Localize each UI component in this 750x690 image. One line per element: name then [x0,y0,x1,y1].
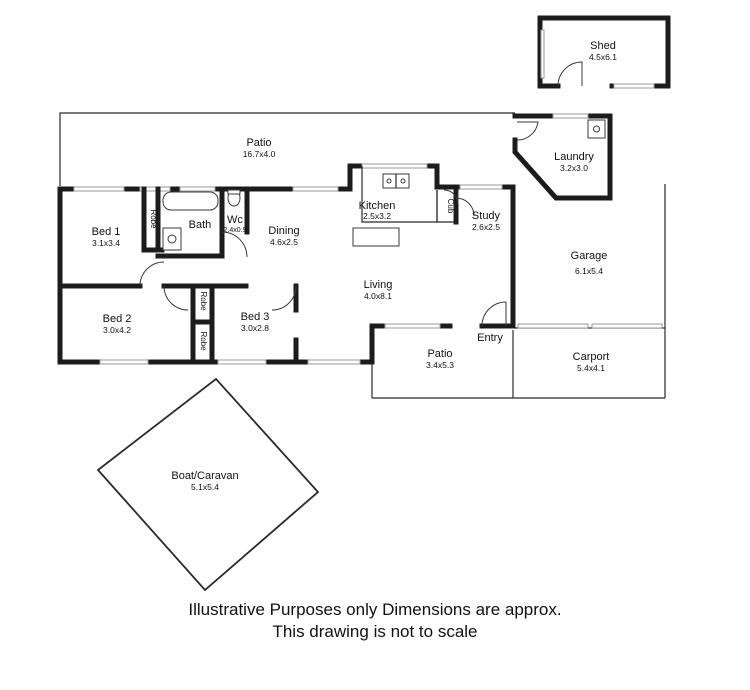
laundry-sink-drain-icon [593,125,600,133]
window [361,163,428,169]
boat-size: 5.1x5.4 [191,482,219,492]
bed2-door [163,285,189,311]
shed-window [540,29,545,79]
bath-fixtures [162,189,241,251]
patio-rear-size: 16.7x4.0 [243,149,276,159]
shed-size: 4.5x6.1 [589,52,617,62]
kitchen-size: 2.5x3.2 [363,211,391,221]
toilet-cistern-icon [227,189,241,195]
bed2-size: 3.0x4.2 [103,325,131,335]
robe3-name: Robe [199,331,208,351]
bathtub-icon [162,191,219,211]
bed1-name: Bed 1 [92,226,121,238]
kitchen-name: Kitchen [359,200,396,212]
laundry-window [552,113,589,119]
window [459,184,503,190]
cub-name: Cub [446,199,455,214]
sliding-door [292,186,339,192]
bed1-size: 3.1x3.4 [92,238,120,248]
window [99,359,149,365]
bed3-name: Bed 3 [241,311,270,323]
entry-door [481,301,507,327]
dining-size: 4.6x2.5 [270,237,298,247]
basin-icon [167,234,177,244]
room-labels: Shed 4.5x6.1 Patio 16.7x4.0 Laundry 3.2x… [92,40,618,492]
kitchen-island [352,227,400,247]
garage-door [517,323,589,329]
interior-walls [57,166,516,365]
bed3-door [271,285,297,311]
wc-size: 2.4x0.9 [224,227,247,234]
garage-door [591,323,663,329]
disclaimer-line-2: This drawing is not to scale [272,622,478,641]
carport-name: Carport [573,351,610,363]
boat-name: Boat/Caravan [171,470,238,482]
sink-drain-icon [386,178,392,184]
window [307,359,361,365]
window [384,323,441,329]
shed-window [613,83,655,89]
dining-name: Dining [268,225,299,237]
garage-name: Garage [571,250,608,262]
window [139,186,171,192]
outdoor-outlines [59,112,666,399]
boat-caravan-area [96,377,320,592]
bed3-size: 3.0x2.8 [241,323,269,333]
laundry-size: 3.2x3.0 [560,163,588,173]
shed-structure [537,15,671,89]
laundry-structure [512,113,613,201]
cub-door [443,189,459,205]
house-windows [73,163,503,365]
window [73,186,125,192]
living-size: 4.0x8.1 [364,291,392,301]
study-name: Study [472,210,501,222]
doors [139,189,507,327]
garage-size: 6.1x5.4 [575,266,603,276]
study-size: 2.6x2.5 [472,222,500,232]
living-name: Living [364,279,393,291]
sink-drain-icon [400,178,406,184]
shed-name: Shed [590,40,616,52]
patio-front-size: 3.4x5.3 [426,360,454,370]
patio-front-name: Patio [427,348,452,360]
window [217,359,267,365]
robe2-name: Robe [199,291,208,311]
laundry-name: Laundry [554,151,594,163]
patio-rear-name: Patio [246,137,271,149]
entry-name: Entry [477,332,503,344]
window [179,186,216,192]
bath-name: Bath [189,219,212,231]
carport-size: 5.4x4.1 [577,363,605,373]
bed1-door [139,261,165,287]
kitchen-fixtures [352,173,410,247]
bed2-name: Bed 2 [103,313,132,325]
shed-door [557,61,583,87]
disclaimer-line-1: Illustrative Purposes only Dimensions ar… [188,600,562,619]
robe1-name: Robe [149,209,158,229]
wc-name: Wc [227,214,243,226]
wc-door [221,231,248,258]
laundry-door [516,121,539,141]
